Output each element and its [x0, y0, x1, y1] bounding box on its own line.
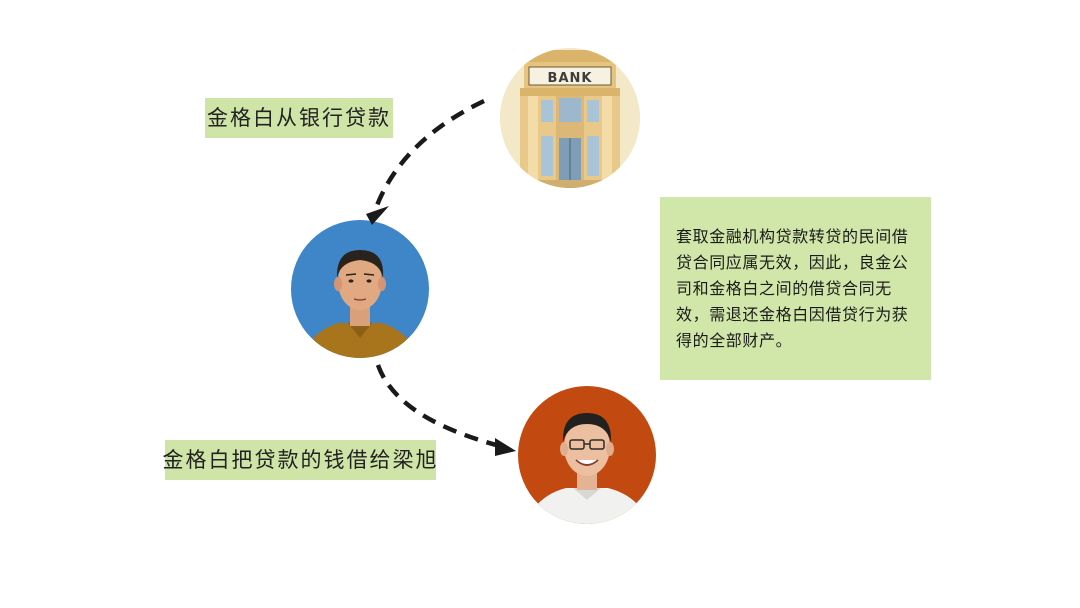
lend-money-label: 金格白把贷款的钱借给梁旭 — [163, 440, 437, 480]
bank-sign-text: BANK — [548, 71, 593, 86]
arrow-bank-to-borrower — [366, 98, 485, 225]
bank-node: BANK — [500, 48, 640, 188]
person-borrower-node — [291, 220, 429, 358]
person-recipient-node — [518, 386, 656, 524]
bank-building-icon: BANK — [500, 48, 640, 188]
bank-loan-label: 金格白从银行贷款 — [205, 98, 393, 138]
legal-note-box: 套取金融机构贷款转贷的民间借贷合同应属无效，因此，良金公司和金格白之间的借贷合同… — [660, 197, 931, 380]
person-avatar-icon — [300, 250, 420, 358]
arrow-borrower-to-recipient — [375, 364, 516, 456]
